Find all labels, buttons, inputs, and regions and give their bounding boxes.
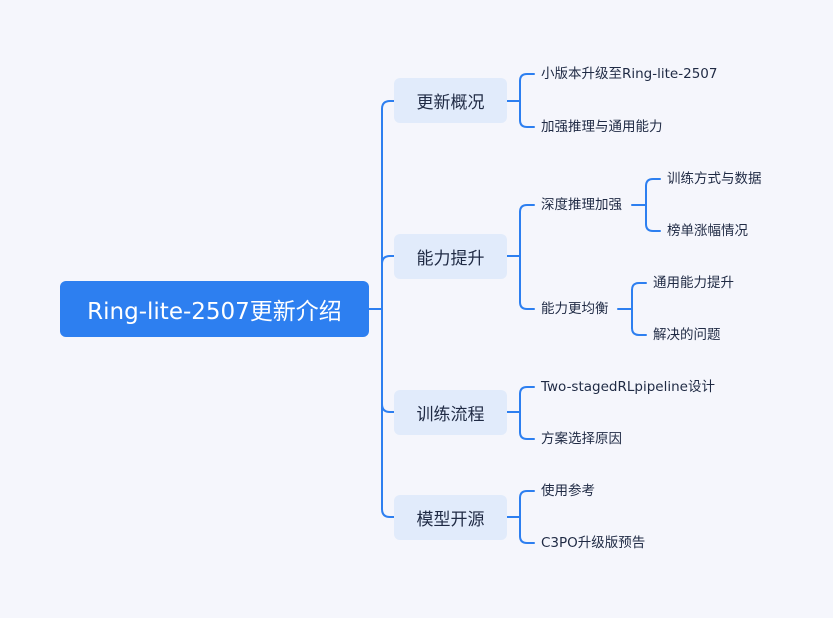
leaf-node[interactable]: 榜单涨幅情况 [667,223,748,239]
training-connector-edge-0 [519,386,535,395]
sub-branch-node[interactable]: 深度推理加强 [541,197,622,213]
balance-connector-edge-1 [631,327,647,336]
balance-connector-edge-0 [631,282,647,291]
root-node-label: Ring-lite-2507更新介绍 [87,299,342,325]
branch-node-capability[interactable]: 能力提升 [394,234,507,279]
branch-node-overview[interactable]: 更新概况 [394,78,507,123]
branch-label: 能力提升 [416,249,485,269]
capability-connector-edge-0 [519,204,535,213]
sub-branch-node[interactable]: 能力更均衡 [541,301,609,317]
open-source-connector-edge-1 [519,535,535,544]
leaf-node[interactable]: C3PO升级版预告 [541,535,646,551]
leaf-node[interactable]: Two-stagedRLpipeline设计 [541,379,715,395]
overview-connector-edge-0 [519,73,535,82]
deep-reasoning-connector-edge-0 [645,178,661,187]
leaf-node[interactable]: 解决的问题 [653,327,721,343]
capability-connector-edge-1 [519,301,535,310]
leaf-node[interactable]: 训练方式与数据 [667,171,762,187]
root-connector-edge-0 [381,100,395,110]
root-node[interactable]: Ring-lite-2507更新介绍 [60,281,369,337]
open-source-connector-edge-0 [519,490,535,499]
deep-reasoning-connector-edge-1 [645,223,661,232]
branch-label: 更新概况 [416,93,485,113]
leaf-node[interactable]: 方案选择原因 [541,431,622,447]
leaf-node[interactable]: 使用参考 [541,483,595,499]
leaf-node[interactable]: 通用能力提升 [653,275,734,291]
root-connector-edge-2 [381,403,395,413]
branch-node-training[interactable]: 训练流程 [394,390,507,435]
leaf-node[interactable]: 加强推理与通用能力 [541,119,663,135]
leaf-node[interactable]: 小版本升级至Ring-lite-2507 [541,66,718,82]
branch-node-open-source[interactable]: 模型开源 [394,495,507,540]
root-connector-edge-3 [381,508,395,518]
branch-label: 训练流程 [416,405,485,425]
training-connector-edge-1 [519,431,535,440]
branch-label: 模型开源 [416,510,485,530]
root-connector-edge-1 [381,255,395,265]
overview-connector-edge-1 [519,119,535,128]
